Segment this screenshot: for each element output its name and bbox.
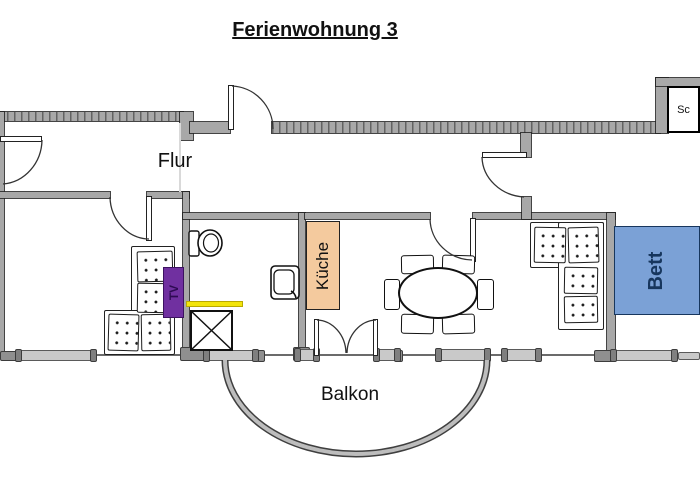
sofa-cushion (563, 295, 599, 324)
door-entrance-arc (231, 85, 274, 130)
toilet-bowl (197, 229, 223, 257)
window-bedroom (610, 349, 678, 362)
window-frenchdoor-right-jamb (373, 348, 401, 362)
wall-living-north-east (147, 192, 189, 198)
window-bedroom-tail (678, 352, 700, 360)
wall-topright-vertical (656, 78, 668, 133)
page-title: Ferienwohnung 3 (232, 18, 398, 41)
wall-bedroomdoor-stub-north (521, 133, 531, 157)
bed (614, 226, 700, 315)
door-leftroom-arc (2, 139, 43, 185)
door-bedroom-leaf (482, 152, 527, 158)
tv-label: TV (166, 284, 181, 301)
dining-table (398, 267, 478, 319)
hallway-ceiling-line (179, 123, 181, 192)
sink-counter (270, 265, 300, 300)
wall-hall-south-west (305, 213, 430, 219)
tv-unit (163, 267, 184, 318)
sofa-cushion (567, 226, 600, 264)
door-balcony-left-leaf (314, 319, 319, 356)
wall-topright-horizontal (656, 78, 700, 86)
kitchen-counter (306, 221, 340, 310)
wall-living-north-west (0, 192, 110, 198)
wall-hall-south-east (473, 213, 615, 219)
bath-shelf (186, 301, 243, 307)
door-balcony-right-leaf (373, 319, 378, 356)
toilet-tank (188, 230, 200, 257)
window-dining (435, 348, 491, 362)
wall-bath-kitchen (299, 213, 305, 360)
wall-left-exterior (0, 112, 4, 355)
bed-label: Bett (644, 251, 667, 291)
door-living-leaf (146, 196, 152, 241)
sofa-cushion (533, 226, 567, 264)
room-label-hallway: Flur (157, 149, 193, 172)
wall-sofa-bed (607, 213, 615, 360)
door-living-arc (109, 196, 150, 240)
toilet-bowl-inner (202, 233, 220, 253)
window-living (15, 349, 97, 362)
dining-chair (477, 279, 494, 310)
shower (190, 310, 233, 351)
door-entrance-leaf (228, 85, 234, 130)
door-leftroom-leaf (0, 136, 42, 142)
wall-top-left (0, 112, 183, 121)
wardrobe-label: Sc (677, 103, 690, 116)
wall-top-entry-left (190, 122, 230, 133)
door-balcony-right-arc (346, 319, 377, 354)
door-bedroom-arc (481, 156, 525, 198)
sink-basin (273, 269, 295, 295)
wall-top-jog (180, 112, 193, 140)
sink-tap (290, 290, 297, 299)
sofa-cushion (563, 266, 599, 295)
kitchen-label: Küche (313, 241, 332, 291)
window-sofa (501, 348, 542, 362)
wall-living-bath (183, 192, 189, 355)
wall-bath-north (183, 213, 305, 219)
sofa-cushion (107, 313, 140, 352)
wardrobe: Sc (667, 86, 700, 133)
wall-top-main (272, 122, 660, 133)
door-balcony-left-arc (316, 319, 347, 354)
room-label-balcony: Balkon (320, 384, 380, 405)
window-bath (203, 349, 259, 362)
wall-bedroomdoor-stub-south (522, 197, 531, 219)
